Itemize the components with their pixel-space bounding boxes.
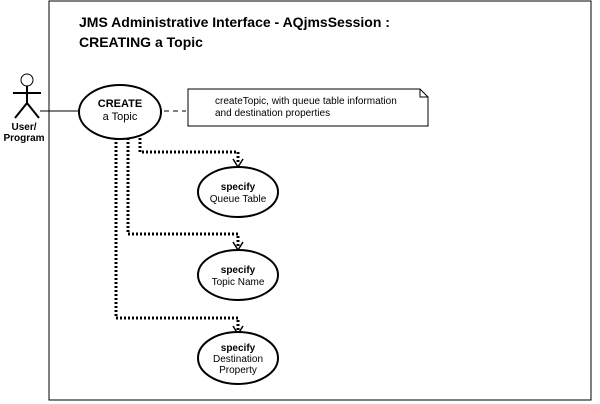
usecase-topic-name-line1: specify: [221, 265, 256, 276]
note-fold: [419, 89, 428, 98]
actor-head: [20, 73, 34, 87]
actor-left-leg: [14, 102, 28, 119]
usecase-destination-property-ellipse: [197, 331, 279, 385]
usecase-specify-topic-name: specify Topic Name: [197, 249, 279, 301]
usecase-create-topic-line1: CREATE: [98, 98, 142, 110]
usecase-topic-name-line2: Topic Name: [212, 277, 265, 288]
diagram-title-line1: JMS Administrative Interface - AQjmsSess…: [79, 14, 390, 30]
usecase-specify-destination-property: specify Destination Property: [197, 331, 279, 385]
actor-right-leg: [26, 102, 40, 119]
usecase-create-topic-ellipse: [78, 84, 162, 140]
usecase-create-topic: CREATE a Topic: [78, 84, 162, 140]
usecase-destination-property-line1: specify: [221, 343, 256, 354]
note-line1: createTopic, with queue table informatio…: [215, 96, 397, 107]
actor-label-line2: Program: [3, 133, 44, 144]
actor-user-program: User/ Program: [3, 73, 45, 144]
dependency-path-queue-table: [138, 138, 240, 163]
usecase-queue-table-ellipse: [197, 166, 279, 218]
usecase-specify-queue-table: specify Queue Table: [197, 166, 279, 218]
note-line2: and destination properties: [215, 108, 330, 119]
note: createTopic, with queue table informatio…: [187, 88, 429, 127]
usecase-create-topic-line2: a Topic: [103, 111, 138, 123]
actor-label-line1: User/: [11, 122, 36, 133]
diagram-frame: [48, 0, 592, 401]
usecase-destination-property-line2: Destination: [213, 354, 263, 365]
dependency-path-destination-property: [114, 138, 240, 330]
usecase-topic-name-ellipse: [197, 249, 279, 301]
dependency-path-topic-name: [126, 138, 240, 246]
note-box: [187, 88, 429, 127]
usecase-destination-property-line3: Property: [219, 365, 257, 376]
diagram-title-line2: CREATING a Topic: [79, 34, 203, 50]
usecase-queue-table-line2: Queue Table: [210, 194, 267, 205]
usecase-queue-table-line1: specify: [221, 182, 256, 193]
